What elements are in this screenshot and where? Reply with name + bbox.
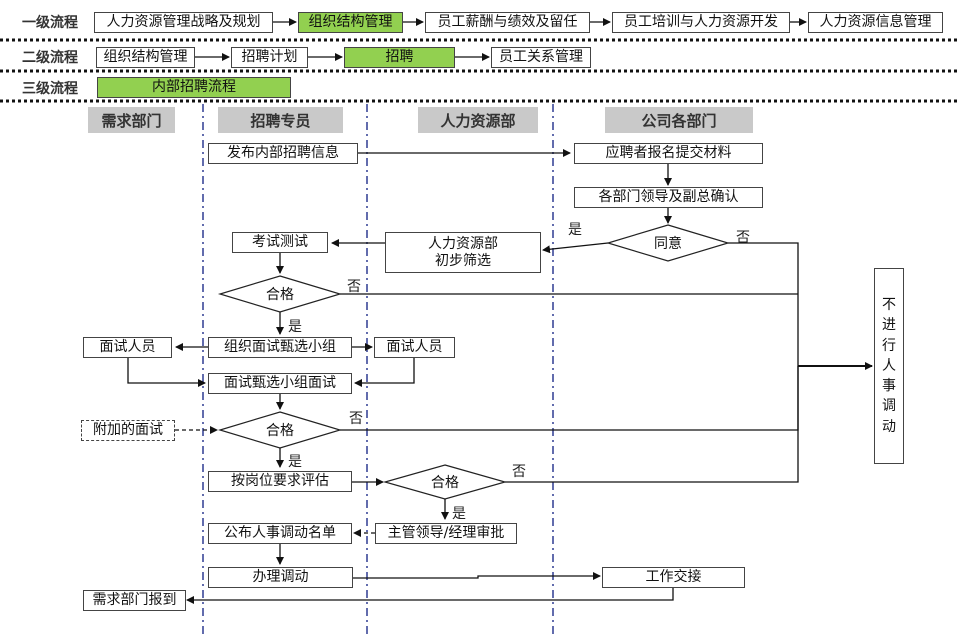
lane-header-hr-dept: 人力资源部 xyxy=(418,107,538,133)
yes-label-pass-3: 是 xyxy=(452,506,466,522)
node-no-action[interactable]: 不进行人事调动 xyxy=(874,268,904,464)
node-interviewer-right[interactable]: 面试人员 xyxy=(374,337,455,358)
yes-label-pass-2: 是 xyxy=(288,454,302,470)
node-announce[interactable]: 公布人事调动名单 xyxy=(208,523,352,544)
node-group-interview[interactable]: 面试甄选小组面试 xyxy=(208,373,352,394)
l3-internal-recruit[interactable]: 内部招聘流程 xyxy=(97,77,291,98)
l1-hr-info[interactable]: 人力资源信息管理 xyxy=(808,12,943,33)
decision-agree xyxy=(605,224,731,262)
node-handover[interactable]: 工作交接 xyxy=(602,567,745,588)
l1-training[interactable]: 员工培训与人力资源开发 xyxy=(612,12,790,33)
node-hr-screen-line2: 初步筛选 xyxy=(435,252,491,269)
level-2-label: 二级流程 xyxy=(22,50,78,66)
level-1-label: 一级流程 xyxy=(22,15,78,31)
lane-header-demand-dept: 需求部门 xyxy=(88,107,175,133)
l2-recruit-plan[interactable]: 招聘计划 xyxy=(231,47,308,68)
node-pass-1-label: 合格 xyxy=(266,287,294,303)
node-publish[interactable]: 发布内部招聘信息 xyxy=(208,143,358,164)
l2-recruit[interactable]: 招聘 xyxy=(344,47,455,68)
node-exam[interactable]: 考试测试 xyxy=(232,232,328,253)
level-3-label: 三级流程 xyxy=(22,81,78,97)
yes-label-pass-1: 是 xyxy=(288,319,302,335)
node-transfer[interactable]: 办理调动 xyxy=(208,567,353,588)
node-interviewer-left[interactable]: 面试人员 xyxy=(83,337,172,358)
node-pass-2-label: 合格 xyxy=(266,423,294,439)
node-hr-screen[interactable]: 人力资源部 初步筛选 xyxy=(385,232,541,273)
node-assess[interactable]: 按岗位要求评估 xyxy=(208,471,352,492)
node-report[interactable]: 需求部门报到 xyxy=(83,590,186,611)
l1-compensation[interactable]: 员工薪酬与绩效及留任 xyxy=(425,12,590,33)
no-label-pass-2: 否 xyxy=(349,411,363,427)
node-apply[interactable]: 应聘者报名提交材料 xyxy=(574,143,763,164)
node-agree-label: 同意 xyxy=(654,236,682,252)
node-extra-interview[interactable]: 附加的面试 xyxy=(81,420,175,441)
no-label-pass-3: 否 xyxy=(512,464,526,480)
node-hr-screen-line1: 人力资源部 xyxy=(428,235,498,252)
node-form-group[interactable]: 组织面试甄选小组 xyxy=(208,337,352,358)
l1-org-structure[interactable]: 组织结构管理 xyxy=(298,12,403,33)
l2-employee-relations[interactable]: 员工关系管理 xyxy=(491,47,591,68)
node-approval[interactable]: 主管领导/经理审批 xyxy=(375,523,517,544)
node-pass-3-label: 合格 xyxy=(431,475,459,491)
node-dept-confirm[interactable]: 各部门领导及副总确认 xyxy=(574,187,763,208)
lane-header-all-depts: 公司各部门 xyxy=(605,107,753,133)
l2-org-structure[interactable]: 组织结构管理 xyxy=(96,47,195,68)
lane-header-recruiter: 招聘专员 xyxy=(218,107,343,133)
no-label-pass-1: 否 xyxy=(347,279,361,295)
no-label-agree: 否 xyxy=(736,230,750,246)
yes-label-agree: 是 xyxy=(568,222,582,238)
l1-strategy[interactable]: 人力资源管理战略及规划 xyxy=(94,12,273,33)
